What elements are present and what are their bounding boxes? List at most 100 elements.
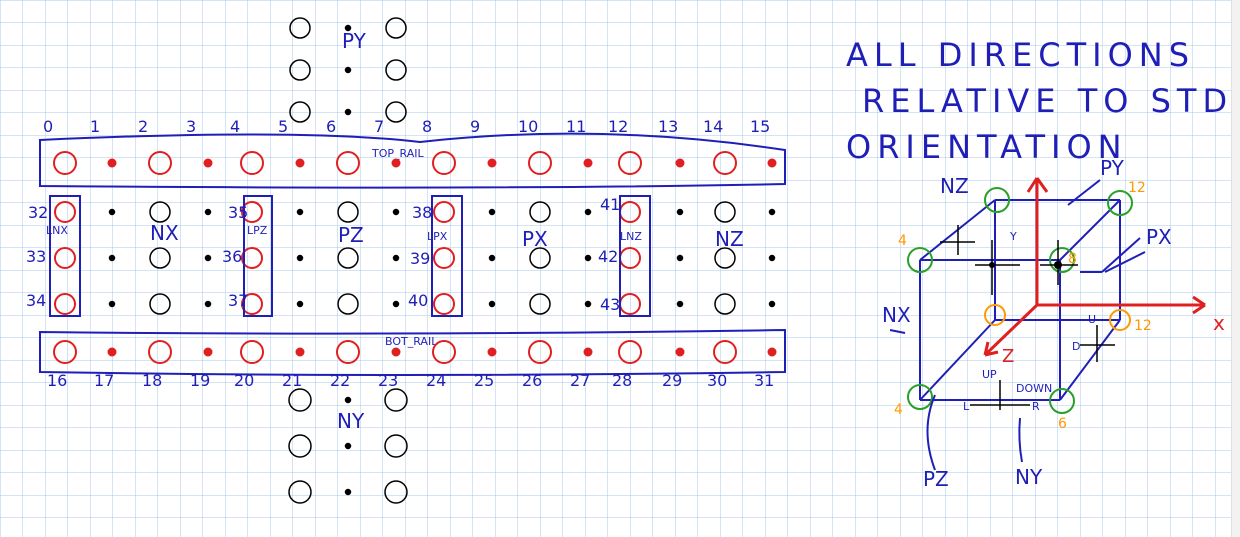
column-hole xyxy=(288,480,312,504)
column-hole xyxy=(344,108,352,116)
grid-hole xyxy=(392,208,400,216)
ring-label-nx: NX xyxy=(150,221,179,245)
grid-hole xyxy=(714,293,736,315)
top-number: 15 xyxy=(750,117,770,136)
title-line-2: RELATIVE TO STD xyxy=(862,82,1233,120)
face-hole xyxy=(433,247,455,269)
ring-label-px: PX xyxy=(522,227,548,251)
vertical-scrollbar[interactable] xyxy=(1231,0,1240,537)
face-lnz: LNZ xyxy=(619,195,651,317)
grid-hole xyxy=(584,300,592,308)
top-number: 9 xyxy=(470,117,480,136)
top-number: 7 xyxy=(374,117,384,136)
cube-small-l: L xyxy=(963,400,970,413)
cube-corner-4-top: 4 xyxy=(898,233,907,249)
side-number-34: 34 xyxy=(26,291,46,310)
bottom-rail-label: BOT_RAIL xyxy=(385,335,438,348)
grid-hole xyxy=(149,247,171,269)
column-hole xyxy=(344,488,352,496)
face-hole xyxy=(241,201,263,223)
grid-hole xyxy=(768,208,776,216)
side-number-41: 41 xyxy=(600,195,620,214)
rail-hole xyxy=(107,347,117,357)
bottom-number: 24 xyxy=(426,371,446,390)
bottom-number: 16 xyxy=(47,371,67,390)
face-hole xyxy=(54,247,76,269)
face-label-lpz: LPZ xyxy=(247,224,268,237)
grid-hole xyxy=(488,208,496,216)
grid-hole xyxy=(488,254,496,262)
cube-corner-4-bottom: 4 xyxy=(894,402,903,418)
bottom-number: 30 xyxy=(707,371,727,390)
rail-hole xyxy=(675,158,685,168)
ring-label-nz: NZ xyxy=(715,227,744,251)
rail-hole xyxy=(432,340,456,364)
cube-axis-x-label: x xyxy=(1213,311,1225,335)
grid-hole xyxy=(108,208,116,216)
top-number: 10 xyxy=(518,117,538,136)
cube-corners xyxy=(907,187,1133,414)
rail-hole xyxy=(148,151,172,175)
grid-hole xyxy=(392,300,400,308)
side-number-40: 40 xyxy=(408,291,428,310)
rail-hole xyxy=(53,151,77,175)
bottom-rail: BOT_RAIL xyxy=(39,328,786,376)
cube-corner-12-right: 12 xyxy=(1134,318,1152,334)
column-hole xyxy=(384,480,408,504)
grid-hole xyxy=(204,208,212,216)
column-hole xyxy=(384,434,408,458)
column-hole xyxy=(288,434,312,458)
grid-hole xyxy=(337,201,359,223)
rail-hole xyxy=(391,158,401,168)
column-hole xyxy=(385,101,407,123)
title-block: ALL DIRECTIONS RELATIVE TO STD ORIENTATI… xyxy=(846,36,1233,166)
cube-label-pz: PZ xyxy=(923,467,949,491)
bottom-number: 27 xyxy=(570,371,590,390)
grid-hole xyxy=(296,208,304,216)
bottom-number: 21 xyxy=(282,371,302,390)
column-hole xyxy=(385,17,407,39)
rail-hole xyxy=(240,340,264,364)
rail-hole xyxy=(713,340,737,364)
face-lnx: LNX xyxy=(46,195,81,317)
column-hole xyxy=(288,388,312,412)
column-hole xyxy=(384,388,408,412)
rail-hole xyxy=(336,151,360,175)
grid-hole xyxy=(768,254,776,262)
side-number-37: 37 xyxy=(228,291,248,310)
grid-hole xyxy=(488,300,496,308)
bottom-number: 23 xyxy=(378,371,398,390)
top-rail-label: TOP_RAIL xyxy=(371,147,424,160)
rail-hole xyxy=(203,158,213,168)
top-number: 5 xyxy=(278,117,288,136)
top-number: 2 xyxy=(138,117,148,136)
grid-hole xyxy=(768,300,776,308)
face-label-lnx: LNX xyxy=(46,224,68,237)
rail-hole xyxy=(295,158,305,168)
rail-hole xyxy=(713,151,737,175)
rail-hole xyxy=(53,340,77,364)
rail-hole xyxy=(583,347,593,357)
grid-hole xyxy=(529,201,551,223)
grid-hole xyxy=(714,247,736,269)
cube-small-y: Y xyxy=(1009,230,1017,243)
grid-hole xyxy=(392,254,400,262)
side-number-32: 32 xyxy=(28,203,48,222)
top-number: 12 xyxy=(608,117,628,136)
bottom-number: 31 xyxy=(754,371,774,390)
rail-hole xyxy=(336,340,360,364)
title-line-3: ORIENTATION xyxy=(846,128,1128,166)
title-line-1: ALL DIRECTIONS xyxy=(846,36,1195,74)
rail-hole xyxy=(295,347,305,357)
bottom-rail-holes xyxy=(53,340,777,364)
top-number: 4 xyxy=(230,117,240,136)
face-hole xyxy=(433,293,455,315)
cube-label-px: PX xyxy=(1146,225,1172,249)
rail-hole xyxy=(487,347,497,357)
top-number: 8 xyxy=(422,117,432,136)
side-numbers: 32 33 34 35 36 37 38 39 40 41 42 43 xyxy=(26,195,620,314)
column-hole xyxy=(289,17,311,39)
cube-dot-front xyxy=(989,262,995,268)
